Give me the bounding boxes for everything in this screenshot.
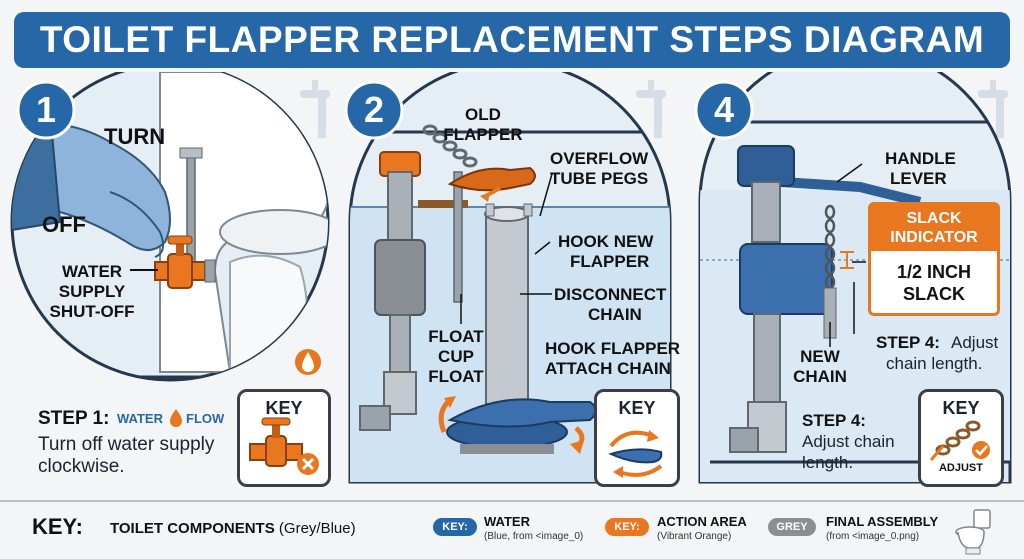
new-chain-label-1: NEW [800,347,841,366]
step-1-desc-line2: clockwise. [38,456,125,477]
svg-text:1: 1 [36,89,56,130]
hook-new-label-2: FLAPPER [570,252,649,271]
off-label: OFF [42,212,86,237]
water-drop-icon [295,349,321,375]
step-number-1: 1 [16,80,76,140]
legend-action-sub: (Vibrant Orange) [657,531,732,542]
legend-final: FINAL ASSEMBLY [826,514,939,529]
slack-value-2: SLACK [903,284,965,304]
step4-left-label: STEP 4: [802,411,866,430]
key-title: KEY [618,398,656,418]
step-1-desc-line1: Turn off water supply [38,434,215,455]
slack-title-2: INDICATOR [890,229,978,246]
legend-water-sub: (Blue, from <image_0) [484,531,584,542]
old-flapper-label-2: FLAPPER [443,125,522,144]
valve-label: WATER SUPPLY SHUT-OFF [50,262,135,321]
svg-text:WATER: WATER [62,262,122,281]
valve-icon [249,417,319,475]
step-1-label: STEP 1: [38,408,109,429]
legend-components: TOILET COMPONENTS [110,520,275,537]
key-title: KEY [265,398,303,418]
legend-bar: KEY: TOILET COMPONENTS (Grey/Blue) KEY: … [0,500,1024,559]
flame-icon [170,409,182,427]
faucet-icon [636,80,666,138]
hook-attach-label-2: ATTACH CHAIN [545,359,671,378]
slack-title-1: SLACK [906,210,962,227]
float-label-2: CUP [438,347,474,366]
svg-text:4: 4 [714,89,734,130]
step4-right-label: STEP 4: [876,333,940,352]
legend-final-sub: (from <image_0.png) [826,531,920,542]
key-title: KEY [942,398,980,418]
legend-components-sub: (Grey/Blue) [278,520,356,537]
rotate-flapper-icon [608,430,663,478]
svg-text:2: 2 [364,89,384,130]
diagram-title: TOILET FLAPPER REPLACEMENT STEPS DIAGRAM [39,19,985,60]
old-flapper-label-1: OLD [465,105,501,124]
legend-action: ACTION AREA [657,514,747,529]
faucet-icon [978,80,1008,138]
step4-right-text-2: chain length. [886,354,982,373]
step4-right-text-1: Adjust [951,333,999,352]
chain-adjust-icon [929,420,990,461]
adjust-label: ADJUST [938,462,983,474]
new-chain-label-2: CHAIN [793,367,847,386]
legend-pill-water: KEY: [433,518,477,536]
panel-2-key-box: KEY [594,389,680,487]
handle-label-1: HANDLE [885,149,956,168]
slack-marker [840,251,854,269]
overflow-label-2: TUBE PEGS [550,169,648,188]
title-banner: TOILET FLAPPER REPLACEMENT STEPS DIAGRAM [14,12,1010,68]
disconnect-label-2: CHAIN [588,305,642,324]
step4-left-text-1: Adjust chain [802,432,895,451]
faucet-icon [300,80,330,138]
slack-indicator-callout: SLACK INDICATOR 1/2 INCH SLACK [868,202,1000,316]
flow-word: FLOW [186,411,225,426]
water-word: WATER [117,411,164,426]
step-number-4: 4 [694,80,754,140]
chain [422,124,478,168]
turn-label: TURN [104,124,165,149]
slack-value-1: 1/2 INCH [896,262,972,282]
svg-text:SHUT-OFF: SHUT-OFF [50,302,135,321]
panel-1-key-box: KEY [237,389,331,487]
overflow-label-1: OVERFLOW [550,149,649,168]
disconnect-label-1: DISCONNECT [554,285,667,304]
step4-left-text-2: length. [802,453,853,472]
toilet-icon [955,509,991,555]
legend-pill-action: KEY: [605,518,649,536]
old-flapper [447,166,536,192]
panel-4-key-box: KEY ADJUST [918,389,1004,487]
legend-key-label: KEY: [32,514,83,539]
float-label-3: FLOAT [428,367,484,386]
hook-new-label-1: HOOK NEW [558,232,654,251]
svg-text:SUPPLY: SUPPLY [59,282,126,301]
step-number-2: 2 [344,80,404,140]
float-label-1: FLOAT [428,327,484,346]
panel-step-1: 1 TURN OFF WATER SUPPLY SHUT-OFF STEP 1:… [10,72,330,477]
handle-label-2: LEVER [890,169,947,188]
hook-attach-label-1: HOOK FLAPPER [545,339,680,358]
legend-pill-grey: GREY [768,518,816,536]
legend-water: WATER [484,514,530,529]
